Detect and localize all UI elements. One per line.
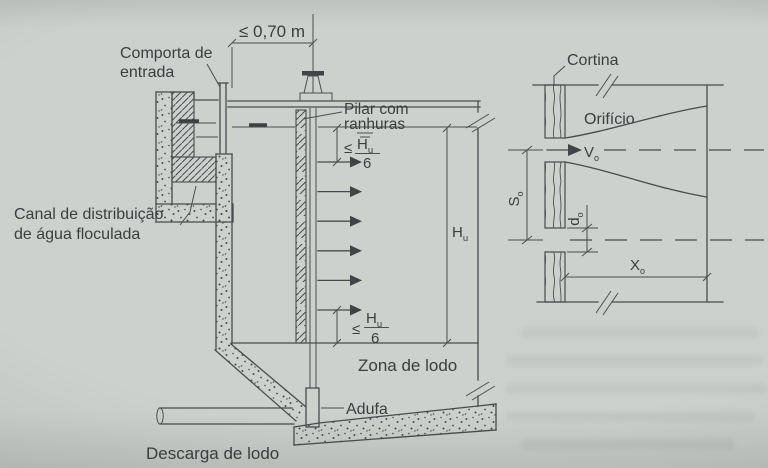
canal-line2: de água floculada — [14, 226, 140, 243]
d0-label: do — [566, 212, 585, 225]
water-levels — [176, 119, 477, 138]
channel-lining-hatch — [171, 91, 217, 183]
pilar-line1: Pilar com — [344, 101, 409, 118]
comporta-leader — [206, 63, 221, 88]
orificio-label: Orifício — [584, 111, 635, 128]
page-bleedthrough-text — [520, 327, 760, 338]
diffuser-slots — [297, 128, 305, 332]
canal-line1: Canal de distribuição — [14, 206, 164, 223]
page-bleedthrough-text — [505, 355, 763, 366]
discharge-pipe: Descarga de lodo — [146, 407, 295, 463]
dimension-070m: ≤ 0,70 m — [227, 22, 318, 88]
hu-label: Hu — [452, 224, 468, 244]
gate-valve-actuator — [302, 14, 324, 94]
v0-label: Vo — [584, 144, 599, 163]
cortina-leader — [553, 65, 566, 86]
page-bleedthrough-text — [505, 411, 755, 422]
sludge-zone: Zona de lodo — [230, 342, 479, 375]
dimension-s0: So — [506, 145, 533, 245]
dimension-hu6-top: ≤ Hu 6 — [332, 123, 380, 172]
dimension-hu: Hu — [442, 123, 468, 348]
canal-leader — [179, 185, 197, 226]
adufa-label: Adufa — [346, 401, 388, 418]
comporta-line1: Comporta de — [120, 45, 213, 62]
page-bleedthrough-text — [520, 439, 735, 450]
channel-outline — [155, 91, 307, 422]
flow-arrow — [317, 215, 362, 227]
hu6-num: Hu — [366, 310, 382, 330]
label-canal-distribuicao: Canal de distribuição de água floculada — [14, 185, 197, 243]
concrete-hatch-regions — [156, 92, 496, 445]
dimension-d0: do — [566, 205, 598, 257]
pilar-leader — [302, 111, 343, 120]
cortina-label: Cortina — [567, 52, 619, 69]
dimension-x0: Xo — [560, 254, 712, 283]
descarga-label: Descarga de lodo — [146, 444, 279, 463]
hu6-den: 6 — [363, 155, 371, 172]
zona-lodo-label: Zona de lodo — [358, 356, 457, 375]
comporta-line2: entrada — [120, 64, 174, 81]
dim-070-label: ≤ 0,70 m — [239, 22, 305, 41]
s0-label: So — [506, 191, 525, 206]
inlet-gate — [217, 82, 229, 154]
flow-arrow — [317, 274, 362, 286]
pilar-line2: ranhuras — [344, 116, 405, 133]
label-comporta-entrada: Comporta de entrada — [120, 45, 221, 88]
tank-right-wall — [465, 100, 496, 407]
x0-label: Xo — [630, 257, 645, 276]
diffuser-wall — [295, 108, 317, 388]
jet-boundary-curves — [564, 105, 708, 198]
hu6-leq: ≤ — [344, 140, 352, 157]
hu6-den: 6 — [371, 330, 379, 347]
hu6-leq: ≤ — [352, 321, 360, 338]
main-section-diagram: ≤ 0,70 m Comporta de entrada Canal de di… — [14, 14, 497, 463]
flow-arrow — [317, 245, 362, 257]
label-pilar-ranhuras: Pilar com ranhuras — [302, 101, 409, 133]
flow-arrow — [317, 304, 362, 316]
flow-arrows — [317, 156, 362, 316]
curtain-wall — [544, 84, 566, 303]
flow-arrow — [317, 156, 362, 168]
dimension-hu6-bottom: ≤ Hu 6 — [332, 305, 389, 348]
v0-velocity-arrow: Vo — [508, 144, 764, 163]
orifice-detail-diagram: Cortina Orifício Vo So — [506, 52, 764, 316]
adufa-sluice: Adufa — [305, 387, 388, 428]
hu6-num: Hu — [357, 136, 373, 156]
page-bleedthrough-text — [505, 383, 767, 394]
label-cortina: Cortina — [553, 52, 619, 86]
flow-arrow — [317, 186, 362, 198]
